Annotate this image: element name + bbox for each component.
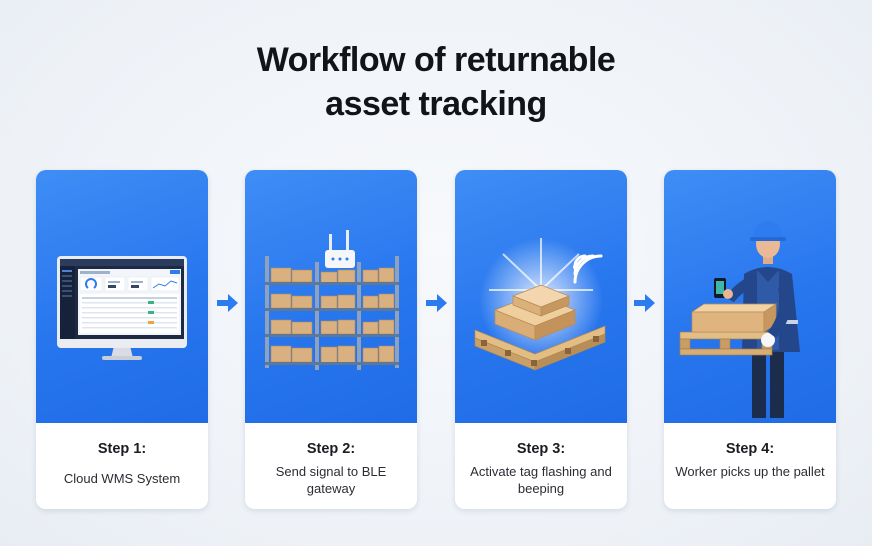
step-3-description: Activate tag flashing and beeping xyxy=(470,464,612,496)
step-1-caption: Step 1: Cloud WMS System xyxy=(36,423,208,509)
step-4-caption: Step 4: Worker picks up the pallet xyxy=(664,423,836,509)
step-1-card: Step 1: Cloud WMS System xyxy=(36,170,208,509)
step-4-illustration xyxy=(664,170,836,423)
worker-pallet-icon xyxy=(679,221,800,418)
step-4-label: Step 4: xyxy=(725,441,775,457)
step-2-card: Step 2: Send signal to BLE gateway xyxy=(245,170,417,509)
arrow-right-icon xyxy=(217,294,238,312)
step-2-label: Step 2: xyxy=(306,441,356,457)
step-3-card: Step 3: Activate tag flashing and beepin… xyxy=(455,170,627,509)
step-3-illustration xyxy=(455,170,627,423)
arrow-right-icon xyxy=(426,294,447,312)
page-title: Workflow of returnable asset tracking xyxy=(0,38,872,126)
title-line-1: Workflow of returnable xyxy=(256,41,616,79)
arrow-right-icon xyxy=(634,294,655,312)
step-3-label: Step 3: xyxy=(516,441,566,457)
step-4-card: Step 4: Worker picks up the pallet xyxy=(664,170,836,509)
pallet-signal-icon xyxy=(474,238,606,371)
title-line-2: asset tracking xyxy=(325,85,547,123)
warehouse-rack-gateway-icon xyxy=(265,230,399,370)
step-3-caption: Step 3: Activate tag flashing and beepin… xyxy=(455,423,627,509)
step-4-description: Worker picks up the pallet xyxy=(675,464,825,479)
step-1-description: Cloud WMS System xyxy=(63,471,181,486)
step-1-label: Step 1: xyxy=(97,441,147,457)
step-2-description: Send signal to BLE gateway xyxy=(275,464,387,496)
monitor-dashboard-icon xyxy=(57,256,187,360)
step-1-illustration xyxy=(36,170,208,423)
step-2-caption: Step 2: Send signal to BLE gateway xyxy=(245,423,417,509)
step-2-illustration xyxy=(245,170,417,423)
